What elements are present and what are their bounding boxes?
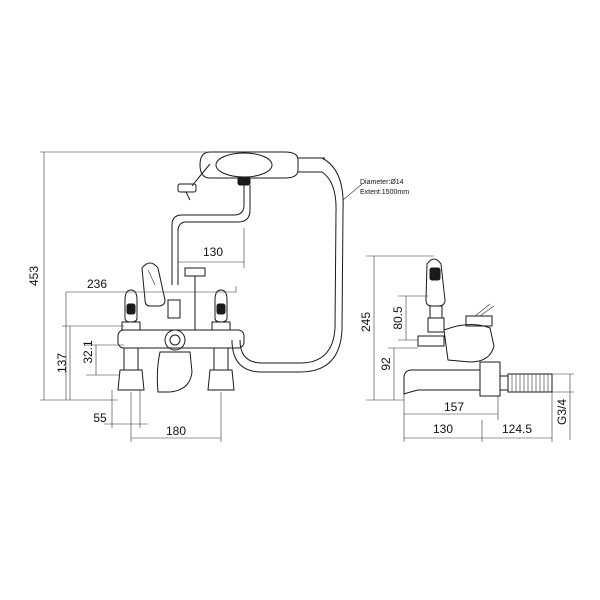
dim-spout-height-label: 92 xyxy=(379,357,393,371)
hose-extent-label: Extent:1500mm xyxy=(360,189,409,196)
dim-overall-height: 453 xyxy=(27,151,210,401)
side-spout xyxy=(403,369,481,395)
diverter-lever xyxy=(141,262,181,319)
dim-handset-offset-label: 130 xyxy=(203,245,223,259)
dim-body-depth-label: 130 xyxy=(433,422,453,436)
mixer-body xyxy=(117,329,245,393)
shower-hose xyxy=(231,157,344,373)
dim-tail-length: 124.5 xyxy=(482,392,553,442)
dim-spout-projection-label: 157 xyxy=(444,400,464,414)
dim-lever-height-label: 80.5 xyxy=(391,306,405,330)
shower-handset xyxy=(177,151,325,201)
handset-cradle xyxy=(171,185,251,285)
shower-hose-inner xyxy=(239,171,337,364)
side-lever xyxy=(425,258,446,333)
front-view: 453 130 236 137 32.1 xyxy=(27,151,409,442)
dim-inlet-height-label: 32.1 xyxy=(81,340,95,364)
hose-diameter-label: Diameter:Ø14 xyxy=(360,179,404,186)
dim-lever-height: 80.5 xyxy=(391,295,428,341)
dim-overall-height-label: 453 xyxy=(27,266,41,286)
dim-side-height: 245 xyxy=(359,255,434,401)
dim-thread: G3/4 xyxy=(552,373,574,440)
dim-side-height-label: 245 xyxy=(359,312,373,332)
dim-base-height-label: 137 xyxy=(55,353,69,373)
riser-cap xyxy=(184,267,206,277)
hose-note: Diameter:Ø14 Extent:1500mm xyxy=(342,179,409,201)
side-inlet-tail xyxy=(499,373,553,393)
dim-centres-outer: 236 xyxy=(65,277,237,400)
dim-body-depth: 130 xyxy=(404,420,483,442)
dim-tail-length-label: 124.5 xyxy=(502,422,532,436)
dim-centres-label: 180 xyxy=(166,424,186,438)
dim-thread-label: G3/4 xyxy=(555,399,569,425)
dim-centres: 180 xyxy=(130,392,222,442)
dim-inlet-width: 55 xyxy=(93,390,148,428)
dim-inlet-height: 32.1 xyxy=(81,340,124,376)
dim-spout-height: 92 xyxy=(379,347,418,400)
right-tap xyxy=(207,289,235,391)
side-view: 245 80.5 92 157 130 xyxy=(359,255,574,442)
dim-inlet-width-label: 55 xyxy=(93,411,107,425)
left-tap xyxy=(117,289,145,391)
dim-spout-projection: 157 xyxy=(403,394,499,442)
dim-centres-outer-label: 236 xyxy=(87,277,107,291)
dim-base-height: 137 xyxy=(55,325,124,400)
dim-handset-offset: 130 xyxy=(177,228,245,268)
